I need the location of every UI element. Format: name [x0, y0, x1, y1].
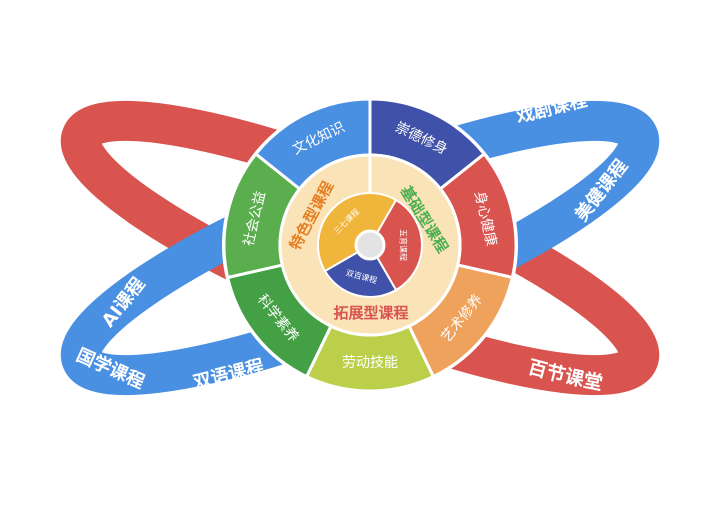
center-hub: [354, 229, 386, 261]
inner-segment-1-label: 五育课程: [399, 229, 409, 261]
outer-segment-4-label: 劳动技能: [342, 355, 398, 371]
middle-label-extension: 拓展型课程: [333, 304, 408, 322]
red-ring-upper-label: 百名家长走进: [0, 0, 88, 41]
